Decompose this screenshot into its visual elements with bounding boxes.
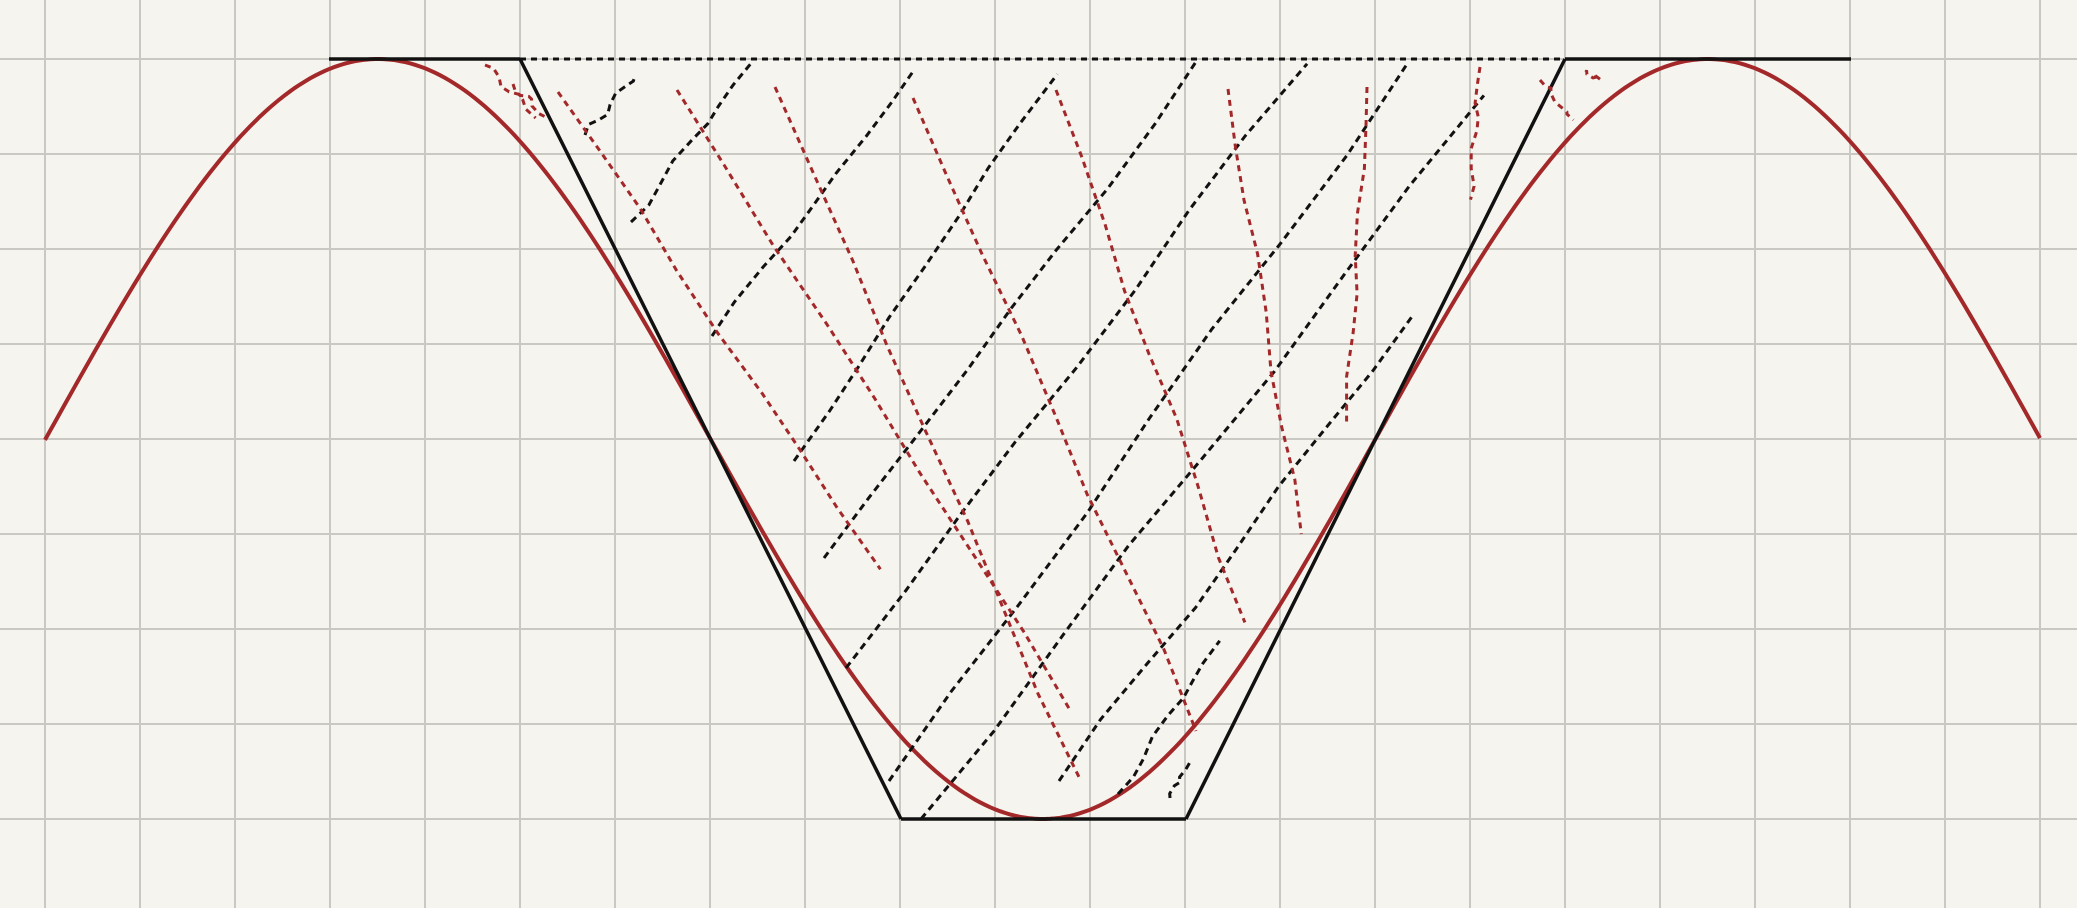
- hatch-line-red: [556, 91, 882, 571]
- hatch-line-black: [1116, 639, 1221, 796]
- hatch-line-black: [887, 61, 1410, 782]
- right-slant: [1184, 58, 1567, 820]
- hatch-line-black: [710, 71, 914, 337]
- hatch-line-red: [1584, 69, 1603, 84]
- hatch-line-black: [792, 73, 1059, 462]
- hatch-black: [583, 58, 1486, 820]
- hatch-line-black: [844, 62, 1309, 669]
- hatch-red: [484, 63, 1603, 778]
- hatch-line-red: [1226, 88, 1303, 535]
- hatch-line-black: [1057, 314, 1415, 782]
- left-slant: [518, 58, 903, 820]
- hatch-line-red: [1538, 79, 1575, 122]
- trapezoid-outline: [329, 57, 1851, 821]
- hatch-line-red: [1054, 89, 1247, 623]
- hatch-line-red: [1345, 86, 1369, 422]
- hatch-line-red: [484, 63, 537, 120]
- hatch-line-black: [1168, 758, 1192, 799]
- hatch-line-red: [911, 97, 1198, 732]
- hatch-line-black: [583, 74, 637, 136]
- hatch-line-black: [822, 58, 1200, 559]
- hatch-line-black: [629, 60, 754, 224]
- hatch-line-black: [919, 94, 1486, 820]
- hatch-line-red: [1469, 66, 1482, 200]
- hatch-line-red: [511, 83, 549, 120]
- hatch-line-red: [773, 86, 1081, 778]
- hatch-line-red: [675, 89, 1072, 711]
